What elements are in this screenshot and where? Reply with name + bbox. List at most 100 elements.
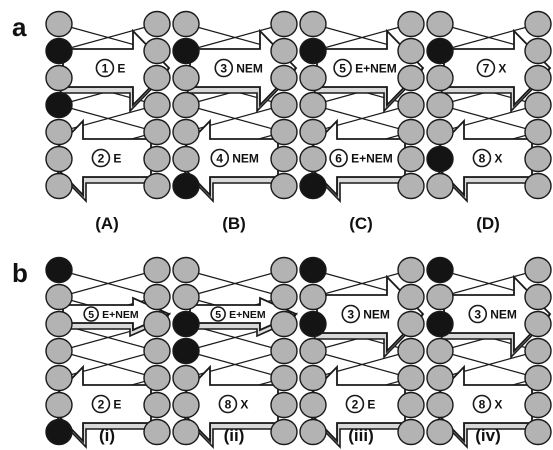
bead	[172, 118, 200, 146]
reagent-label: E	[113, 397, 121, 411]
bead-dark	[299, 172, 327, 200]
bead	[524, 283, 552, 311]
bead	[45, 145, 73, 173]
bead	[143, 10, 171, 38]
step-number: 7	[483, 61, 490, 75]
connector-line	[185, 269, 285, 298]
step-number: 8	[479, 151, 486, 165]
connector-line	[439, 269, 539, 298]
step-number-circle	[472, 148, 492, 168]
bead	[270, 37, 298, 65]
reagent-label: E+NEM	[355, 61, 397, 75]
step-number: 5	[88, 309, 94, 321]
connector-line	[58, 350, 158, 379]
bead-dark	[45, 418, 73, 446]
bead	[397, 145, 425, 173]
bead	[143, 172, 171, 200]
step-number: 3	[474, 307, 481, 321]
step-number: 3	[347, 307, 354, 321]
arrow-right: 3 NEM	[439, 274, 552, 359]
step-number: 4	[216, 151, 223, 165]
bead	[299, 391, 327, 419]
bead	[397, 91, 425, 119]
bead-dark	[426, 310, 454, 338]
step-number: 5	[339, 61, 346, 75]
bead-dark	[426, 256, 454, 284]
bead-dark	[426, 37, 454, 65]
bead	[270, 337, 298, 365]
connector-line	[439, 23, 539, 52]
bead	[426, 118, 454, 146]
panel-label-i: (i)	[98, 426, 116, 445]
bead	[143, 418, 171, 446]
step-number-circle	[468, 304, 488, 324]
bead-dark	[299, 37, 327, 65]
step-number-circle	[341, 304, 361, 324]
bead	[397, 310, 425, 338]
bead	[45, 310, 73, 338]
reagent-label: NEM	[490, 307, 517, 321]
bead	[397, 10, 425, 38]
reagent-label: E+NEM	[229, 309, 266, 321]
bead	[426, 283, 454, 311]
bead	[524, 256, 552, 284]
step-number-circle	[214, 58, 234, 78]
bead	[270, 418, 298, 446]
bead	[45, 172, 73, 200]
connector-line	[439, 104, 539, 133]
bead	[45, 10, 73, 38]
bead	[172, 256, 200, 284]
bead	[270, 256, 298, 284]
reagent-label: NEM	[363, 307, 390, 321]
reagent-label: E+NEM	[351, 151, 393, 165]
bead-dark	[45, 256, 73, 284]
bead	[397, 37, 425, 65]
connector-line	[185, 104, 285, 133]
bead	[426, 172, 454, 200]
bead	[524, 391, 552, 419]
bead	[270, 364, 298, 392]
step-number-circle	[472, 394, 492, 414]
step-number-circle	[83, 306, 99, 322]
connector-line	[312, 269, 412, 298]
step-number: 2	[352, 397, 359, 411]
bead	[270, 91, 298, 119]
step-number-circle	[333, 58, 352, 78]
step-number-circle	[91, 148, 111, 168]
bead	[397, 364, 425, 392]
bead	[426, 418, 454, 446]
step-number-circle	[345, 394, 365, 414]
step-number: 8	[479, 397, 486, 411]
bead	[397, 118, 425, 146]
panel-label-D: (D)	[476, 214, 500, 233]
row-label-a: a	[12, 12, 27, 42]
bead	[299, 118, 327, 146]
connector-line	[185, 350, 285, 379]
bead	[143, 37, 171, 65]
step-number: 5	[215, 309, 221, 321]
reagent-label: E	[113, 151, 121, 165]
bead	[426, 337, 454, 365]
step-number-circle	[210, 148, 230, 168]
bead	[299, 283, 327, 311]
connector-line	[312, 23, 412, 52]
bead	[397, 337, 425, 365]
bead	[299, 64, 327, 92]
connector-line	[185, 23, 285, 52]
bead	[524, 364, 552, 392]
step-number-circle	[210, 306, 226, 322]
bead-dark	[172, 337, 200, 365]
connector-line	[58, 269, 158, 298]
bead	[172, 283, 200, 311]
